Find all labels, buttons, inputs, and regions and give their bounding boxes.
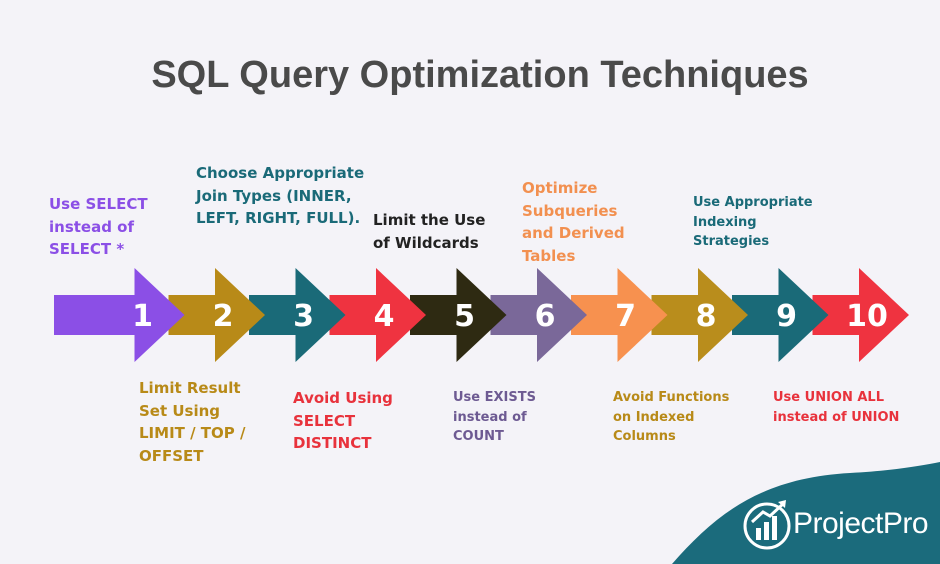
step-10-arrow (812, 268, 909, 362)
step-9-number: 9 (776, 299, 797, 334)
step-5-number: 5 (454, 299, 475, 334)
brand-name: ProjectPro (793, 507, 929, 540)
step-7-arrow (571, 268, 668, 362)
bar-chart-growth-icon (743, 500, 791, 550)
step-9-arrow (732, 268, 829, 362)
step-2-number: 2 (213, 299, 234, 334)
step-4-number: 4 (374, 299, 395, 334)
step-9-label: Use Appropriate Indexing Strategies (693, 195, 813, 249)
step-5-arrow (410, 268, 507, 362)
step-6-arrow (490, 268, 587, 362)
step-7-label: Optimize Subqueries and Derived Tables (522, 179, 625, 265)
step-10-label: Use UNION ALL instead of UNION (773, 390, 900, 425)
step-3-label: Choose Appropriate Join Types (INNER, LE… (196, 164, 365, 227)
step-2-arrow (168, 268, 265, 362)
step-8-arrow (651, 268, 748, 362)
step-2-label: Limit Result Set Using LIMIT / TOP / OFF… (139, 379, 246, 465)
step-7-number: 7 (615, 299, 636, 334)
step-4-label: Avoid Using SELECT DISTINCT (293, 389, 393, 452)
step-1-label: Use SELECT instead of SELECT * (49, 195, 148, 258)
step-3-arrow (249, 268, 346, 362)
step-6-label: Use EXISTS instead of COUNT (453, 390, 536, 444)
page-title: SQL Query Optimization Techniques (151, 54, 809, 96)
step-4-arrow (329, 268, 426, 362)
brand-wave (672, 462, 940, 564)
step-8-label: Avoid Functions on Indexed Columns (613, 390, 730, 444)
step-10-number: 10 (846, 299, 888, 334)
step-1-number: 1 (132, 299, 153, 334)
step-8-number: 8 (696, 299, 717, 334)
step-1-arrow (54, 268, 185, 362)
step-5-label: Limit the Use of Wildcards (373, 211, 486, 252)
step-6-number: 6 (535, 299, 556, 334)
step-3-number: 3 (293, 299, 314, 334)
